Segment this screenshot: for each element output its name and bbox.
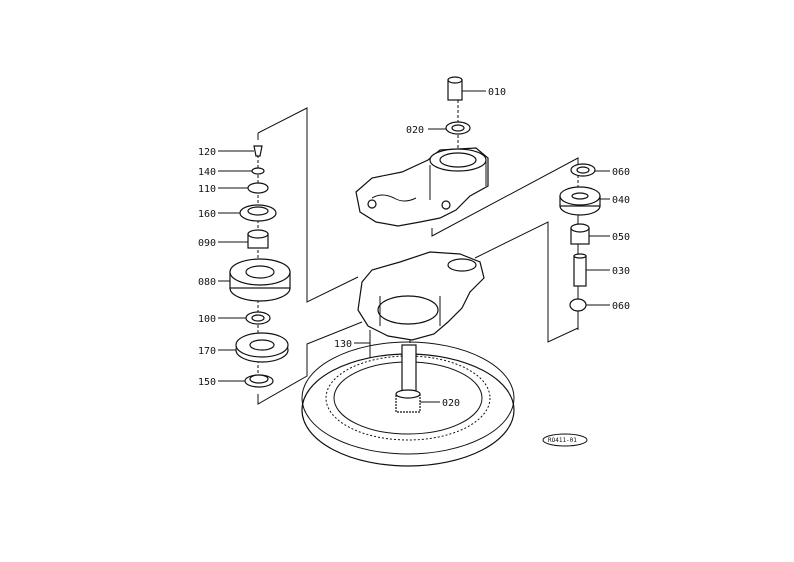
label-030: 030	[612, 266, 630, 277]
part-110-washer	[247, 182, 269, 194]
label-080: 080	[198, 277, 216, 288]
upper-housing	[355, 147, 489, 227]
part-010-pinion	[447, 76, 463, 101]
label-090: 090	[198, 238, 216, 249]
label-020-bottom: 020	[442, 398, 460, 409]
part-050-gear	[570, 223, 590, 245]
lower-carrier-housing	[357, 251, 485, 341]
label-050: 050	[612, 232, 630, 243]
part-170-bearing	[235, 332, 289, 363]
label-120: 120	[198, 147, 216, 158]
part-120-bolt	[253, 145, 263, 157]
diagram-code: RO411-01	[548, 437, 577, 444]
label-100: 100	[198, 314, 216, 325]
part-160-bearing	[239, 204, 277, 222]
label-060-bottom: 060	[612, 301, 630, 312]
part-150-seal	[244, 374, 274, 388]
label-060-top: 060	[612, 167, 630, 178]
part-060-bearing-top	[570, 163, 596, 177]
leader-lines	[218, 90, 610, 403]
label-140: 140	[198, 167, 216, 178]
label-010: 010	[488, 87, 506, 98]
label-110: 110	[198, 184, 216, 195]
label-020-top: 020	[406, 125, 424, 136]
diagram-code-badge: RO411-01	[542, 433, 588, 447]
part-090-bushing	[247, 229, 269, 249]
part-140-washer	[251, 167, 265, 175]
sun-gear-shaft	[395, 344, 421, 413]
label-040: 040	[612, 195, 630, 206]
label-150: 150	[198, 377, 216, 388]
part-040-gear	[559, 186, 601, 216]
part-060-bearing-bottom	[569, 298, 587, 312]
label-160: 160	[198, 209, 216, 220]
label-170: 170	[198, 346, 216, 357]
part-100-washer	[245, 311, 271, 325]
part-030-shaft	[573, 253, 587, 287]
label-130: 130	[334, 339, 352, 350]
part-080-gear	[229, 258, 291, 302]
part-020-bearing	[445, 121, 471, 135]
